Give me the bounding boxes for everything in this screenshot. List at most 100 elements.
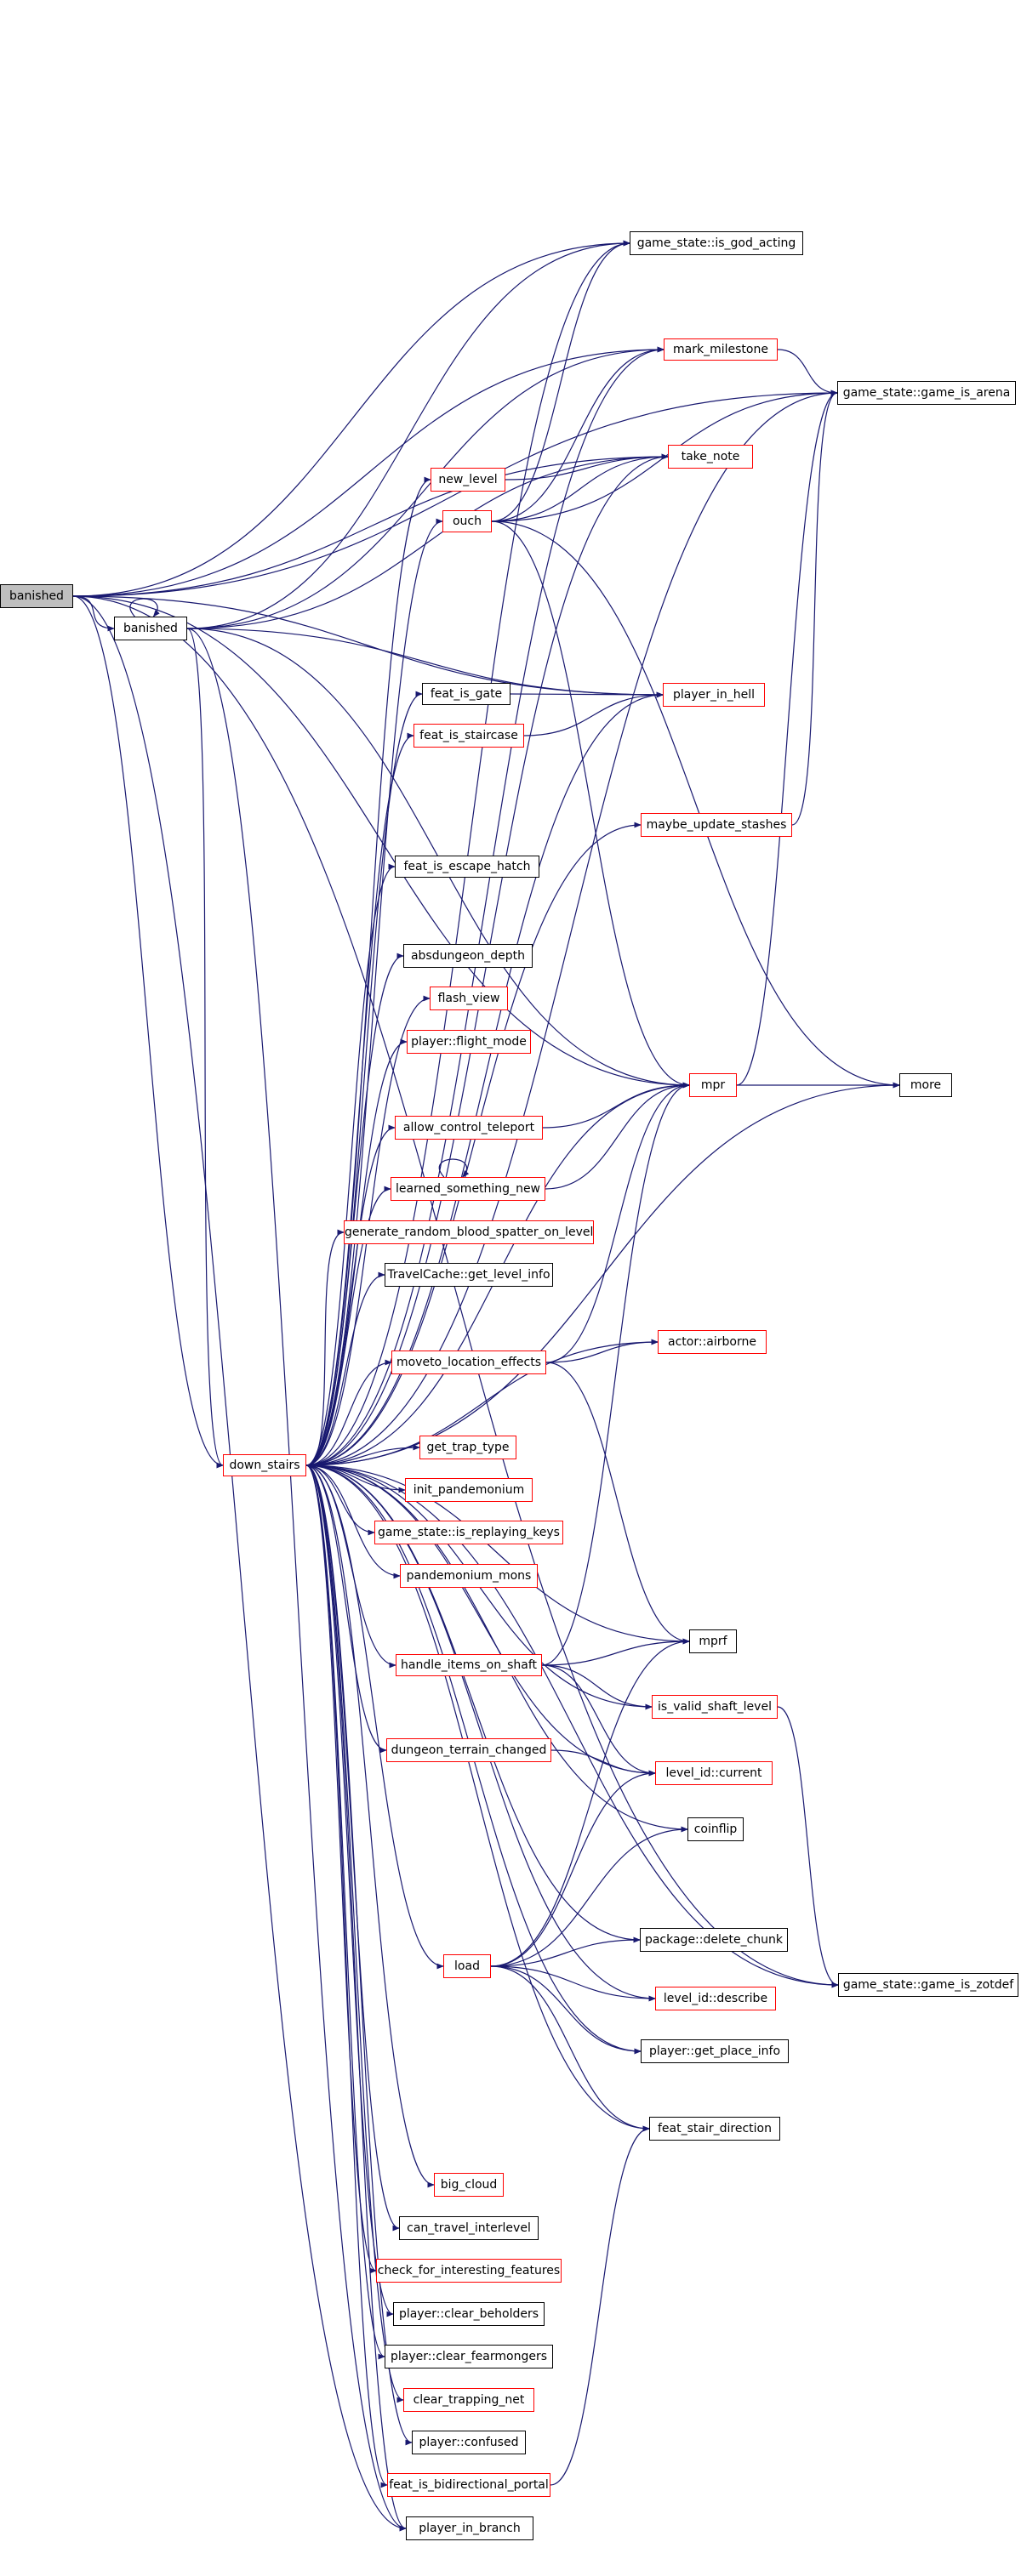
edge-mark-milestone-to-game-state-game-is-arena [777, 349, 838, 396]
edge-banished-root-to-banished [72, 595, 115, 632]
node-feat-is-bidirectional-portal[interactable]: feat_is_bidirectional_portal [387, 2473, 550, 2497]
edge-allow-control-teleport-to-mpr [542, 1082, 690, 1129]
node-banished[interactable]: banished [114, 617, 187, 640]
node-more[interactable]: more [899, 1073, 952, 1097]
edge-moveto-location-effects-to-actor-airborne [545, 1339, 659, 1363]
edge-is-valid-shaft-level-to-game-state-game-is-zotdef [777, 1706, 839, 1988]
edge-down-stairs-to-maybe-update-stashes [305, 822, 642, 1466]
edge-ouch-to-game-state-is-god-acting [491, 240, 630, 522]
edge-banished-to-take-note [186, 453, 669, 629]
edge-down-stairs-to-get-trap-type [305, 1444, 420, 1466]
edge-load-to-feat-stair-direction [490, 1965, 650, 2132]
node-absdungeon-depth[interactable]: absdungeon_depth [403, 944, 533, 968]
node-is-valid-shaft-level[interactable]: is_valid_shaft_level [652, 1695, 778, 1719]
node-package-delete-chunk[interactable]: package::delete_chunk [640, 1928, 788, 1952]
edge-down-stairs-to-clear-trapping-net [305, 1464, 404, 2403]
node-game-state-game-is-arena[interactable]: game_state::game_is_arena [837, 381, 1016, 405]
node-player-in-hell[interactable]: player_in_hell [663, 683, 765, 707]
edge-moveto-location-effects-to-mprf [545, 1362, 690, 1645]
node-game-state-game-is-zotdef[interactable]: game_state::game_is_zotdef [838, 1973, 1018, 1997]
edge-down-stairs-to-load [305, 1464, 444, 1970]
edge-banished-root-to-mpr [72, 595, 690, 1089]
edge-down-stairs-to-learned-something-new [305, 1186, 391, 1466]
node-mprf[interactable]: mprf [689, 1629, 737, 1653]
edge-feat-is-gate-to-player-in-hell [510, 691, 664, 698]
node-player-get-place-info[interactable]: player::get_place_info [641, 2039, 789, 2063]
edge-ouch-to-mark-milestone [491, 346, 665, 522]
edge-down-stairs-to-level-id-describe [305, 1464, 656, 2002]
node-actor-airborne[interactable]: actor::airborne [658, 1330, 767, 1354]
node-check-for-interesting-features[interactable]: check_for_interesting_features [376, 2259, 562, 2283]
edge-down-stairs-to-player-in-hell [305, 691, 664, 1466]
node-down-stairs[interactable]: down_stairs [223, 1454, 306, 1476]
edge-load-to-coinflip [490, 1826, 688, 1967]
call-edges [72, 240, 900, 2532]
node-learned-something-new[interactable]: learned_something_new [391, 1177, 545, 1201]
edge-down-stairs-to-big-cloud [305, 1464, 435, 2188]
node-travelcache-get-level-info[interactable]: TravelCache::get_level_info [385, 1263, 553, 1287]
node-level-id-describe[interactable]: level_id::describe [655, 1987, 776, 2010]
node-dungeon-terrain-changed[interactable]: dungeon_terrain_changed [386, 1738, 551, 1762]
edge-down-stairs-to-feat-stair-direction [305, 1464, 650, 2132]
node-feat-stair-direction[interactable]: feat_stair_direction [649, 2117, 780, 2141]
edge-load-to-level-id-describe [490, 1965, 656, 2002]
node-player-flight-mode[interactable]: player::flight_mode [407, 1030, 531, 1054]
edge-down-stairs-to-game-state-is-replaying-keys [305, 1464, 375, 1536]
node-coinflip[interactable]: coinflip [687, 1817, 744, 1841]
edge-learned-something-new-to-mpr [545, 1082, 690, 1190]
node-mark-milestone[interactable]: mark_milestone [664, 338, 778, 361]
edge-feat-is-staircase-to-player-in-hell [523, 691, 664, 736]
node-load[interactable]: load [443, 1954, 491, 1978]
node-player-confused[interactable]: player::confused [412, 2431, 526, 2454]
edge-load-to-package-delete-chunk [490, 1936, 641, 1967]
node-feat-is-escape-hatch[interactable]: feat_is_escape_hatch [395, 856, 539, 878]
node-new-level[interactable]: new_level [431, 468, 505, 492]
node-mpr[interactable]: mpr [689, 1073, 737, 1097]
edge-banished-to-banished [129, 598, 160, 617]
node-clear-trapping-net[interactable]: clear_trapping_net [403, 2388, 534, 2412]
node-init-pandemonium[interactable]: init_pandemonium [405, 1478, 533, 1502]
node-generate-random-blood-spatter-on-level[interactable]: generate_random_blood_spatter_on_level [344, 1220, 594, 1244]
edge-moveto-location-effects-to-mpr [545, 1082, 690, 1363]
node-level-id-current[interactable]: level_id::current [655, 1761, 773, 1785]
node-player-in-branch[interactable]: player_in_branch [406, 2516, 533, 2540]
node-moveto-location-effects[interactable]: moveto_location_effects [391, 1351, 546, 1374]
edge-down-stairs-to-mark-milestone [305, 346, 665, 1466]
edge-mpr-to-game-state-game-is-arena [736, 390, 838, 1086]
node-allow-control-teleport[interactable]: allow_control_teleport [395, 1116, 543, 1140]
node-flash-view[interactable]: flash_view [430, 987, 508, 1010]
edge-handle-items-on-shaft-to-is-valid-shaft-level [541, 1664, 653, 1710]
node-pandemonium-mons[interactable]: pandemonium_mons [400, 1564, 538, 1588]
node-feat-is-gate[interactable]: feat_is_gate [422, 683, 510, 705]
edge-down-stairs-to-player-clear-fearmongers [305, 1464, 385, 2360]
node-player-clear-fearmongers[interactable]: player::clear_fearmongers [385, 2345, 553, 2368]
edge-load-to-mprf [490, 1638, 690, 1967]
edge-down-stairs-to-game-state-is-god-acting [305, 240, 630, 1466]
edge-banished-root-to-player-in-branch [72, 595, 407, 2532]
node-big-cloud[interactable]: big_cloud [434, 2173, 504, 2197]
node-game-state-is-god-acting[interactable]: game_state::is_god_acting [630, 231, 803, 255]
edge-banished-root-to-game-state-game-is-zotdef [72, 595, 839, 1988]
node-feat-is-staircase[interactable]: feat_is_staircase [414, 724, 524, 748]
edge-down-stairs-to-ouch [305, 518, 443, 1466]
node-take-note[interactable]: take_note [668, 445, 753, 469]
edge-down-stairs-to-moveto-location-effects [305, 1359, 392, 1466]
node-handle-items-on-shaft[interactable]: handle_items_on_shaft [396, 1654, 542, 1676]
edge-down-stairs-to-travelcache-get-level-info [305, 1271, 385, 1466]
edge-feat-is-bidirectional-portal-to-feat-stair-direction [550, 2125, 650, 2486]
edge-ouch-to-take-note [491, 453, 669, 522]
edge-banished-to-player-in-hell [186, 628, 664, 698]
edge-down-stairs-to-mprf [305, 1464, 690, 1645]
edge-down-stairs-to-generate-random-blood [305, 1229, 345, 1466]
node-player-clear-beholders[interactable]: player::clear_beholders [393, 2302, 545, 2326]
edge-handle-items-on-shaft-to-mpr [541, 1082, 690, 1666]
node-get-trap-type[interactable]: get_trap_type [419, 1436, 516, 1459]
edge-ouch-to-mpr [491, 520, 690, 1089]
node-game-state-is-replaying-keys[interactable]: game_state::is_replaying_keys [374, 1521, 563, 1544]
node-ouch[interactable]: ouch [442, 510, 492, 532]
edge-load-to-player-get-place-info [490, 1965, 642, 2055]
node-can-travel-interlevel[interactable]: can_travel_interlevel [399, 2216, 539, 2240]
node-maybe-update-stashes[interactable]: maybe_update_stashes [641, 813, 792, 837]
